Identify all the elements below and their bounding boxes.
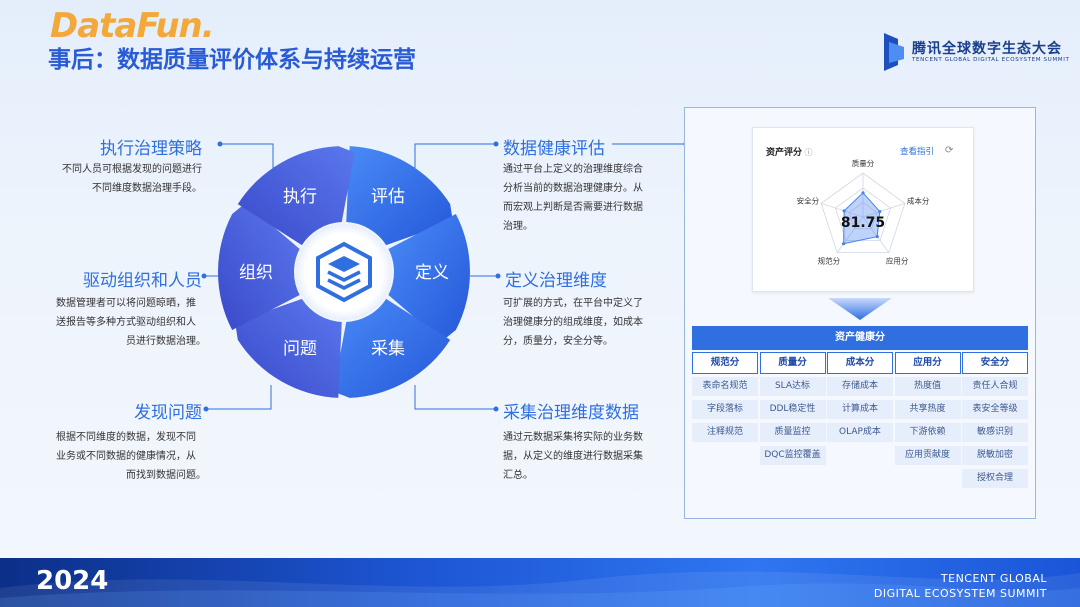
- segment-problem-label: 问题: [283, 339, 317, 359]
- right-title-collect: 采集治理维度数据: [503, 403, 639, 423]
- asset-score-value: 81.75: [841, 215, 885, 231]
- health-metric-chip: 质量监控: [759, 423, 826, 442]
- health-metric-chip: DQC监控覆盖: [759, 446, 826, 465]
- segment-collect: [333, 298, 451, 398]
- radar-axis-label: 应用分: [886, 256, 909, 266]
- health-metric-chip: 共享热度: [894, 400, 961, 419]
- segment-define-label: 定义: [415, 263, 449, 283]
- asset-score-card: [752, 127, 974, 292]
- health-category-2: 成本分: [827, 352, 893, 374]
- radar-grid-ring: [820, 172, 906, 253]
- health-metric-chip: 表安全等级: [962, 400, 1028, 419]
- footer-wave-decoration: [0, 571, 1080, 607]
- right-title-define: 定义治理维度: [505, 271, 607, 291]
- refresh-icon[interactable]: ⟳: [945, 145, 954, 156]
- radar-axis-label: 安全分: [797, 195, 820, 205]
- health-category-3: 应用分: [894, 352, 961, 374]
- radar-axis-line: [821, 203, 864, 218]
- left-desc-discover: 根据不同维度的数据，发现不同 业务或不同数据的健康情况，从 而找到数据问题。: [56, 432, 206, 481]
- radar-point: [878, 209, 882, 214]
- health-metric-chip: 脱敏加密: [962, 446, 1028, 465]
- left-title-execute: 执行治理策略: [100, 139, 202, 159]
- health-category-1: 质量分: [759, 352, 826, 374]
- health-metric-chip: 下游依赖: [894, 423, 961, 442]
- health-metric-chip: 授权合理: [962, 469, 1028, 488]
- radar-value-area: [843, 192, 881, 245]
- datafun-logo: DataFun.: [50, 6, 215, 46]
- health-metric-chip: 字段落标: [692, 400, 758, 419]
- health-metric-chip: 责任人合规: [962, 377, 1028, 396]
- radar-axis-label: 质量分: [852, 158, 875, 168]
- view-guide-link[interactable]: 查看指引: [900, 147, 935, 157]
- footer-banner: [0, 558, 1080, 607]
- health-metric-chip: 表命名规范: [692, 377, 758, 396]
- left-title-discover: 发现问题: [134, 403, 202, 423]
- radar-point: [842, 209, 846, 213]
- health-metric-chip: 应用贡献度: [894, 446, 961, 465]
- segment-problem: [235, 298, 342, 398]
- layers-icon: [316, 241, 372, 303]
- segment-organize: [218, 202, 300, 331]
- right-title-assess: 数据健康评估: [503, 139, 605, 159]
- segment-assess-label: 评估: [371, 187, 405, 207]
- segment-execute-label: 执行: [283, 187, 317, 207]
- radar-axis-line: [836, 216, 864, 253]
- footer-summit-line1: TENCENT GLOBAL: [940, 572, 1047, 585]
- radar-grid-ring: [848, 201, 878, 230]
- health-category-0: 规范分: [692, 352, 758, 374]
- left-title-organize: 驱动组织和人员: [83, 271, 202, 291]
- health-metric-chip: 存储成本: [827, 377, 893, 396]
- health-metric-chip: 注释规范: [692, 423, 758, 442]
- segment-organize-label: 组织: [239, 263, 273, 283]
- down-arrow-icon: [828, 298, 892, 320]
- health-metric-chip: 敏感识别: [962, 423, 1028, 442]
- left-desc-execute: 不同人员可根据发现的问题进行 不同维度数据治理手段。: [62, 164, 202, 194]
- health-metric-chip: SLA达标: [759, 377, 826, 396]
- radar-axis-label: 成本分: [907, 195, 930, 205]
- asset-score-title: 资产评分 ⓘ: [766, 148, 813, 158]
- right-desc-define: 可扩展的方式，在平台中定义了 治理健康分的组成维度，如成本 分，质量分，安全分等…: [503, 298, 643, 347]
- segment-collect-label: 采集: [371, 339, 405, 359]
- right-desc-assess: 通过平台上定义的治理维度综合 分析当前的数据治理健康分。从 而宏观上判断是否需要…: [503, 164, 643, 232]
- asset-health-header: 资产健康分: [692, 326, 1028, 350]
- health-category-4: 安全分: [962, 352, 1028, 374]
- segment-define: [388, 213, 470, 342]
- info-icon[interactable]: ⓘ: [802, 148, 813, 157]
- radar-point: [861, 191, 865, 195]
- radar-point: [875, 234, 879, 239]
- health-metric-chip: DDL稳定性: [759, 400, 826, 419]
- radar-axis-line: [862, 216, 890, 253]
- health-metric-chip: 计算成本: [827, 400, 893, 419]
- page-title: 事后：数据质量评价体系与持续运营: [48, 47, 416, 73]
- radar-point: [842, 242, 846, 246]
- footer-summit-line2: DIGITAL ECOSYSTEM SUMMIT: [873, 587, 1047, 600]
- radar-axis-line: [862, 203, 905, 218]
- health-metric-chip: OLAP成本: [827, 423, 893, 442]
- tencent-summit-cn: 腾讯全球数字生态大会: [912, 41, 1062, 57]
- segment-assess: [346, 146, 453, 246]
- health-metric-chip: 热度值: [894, 377, 961, 396]
- tencent-logo-icon: [884, 33, 904, 71]
- right-desc-collect: 通过元数据采集将实际的业务数 据，从定义的维度进行数据采集 汇总。: [503, 432, 643, 481]
- footer-year: 2024: [36, 566, 109, 596]
- segment-execute: [237, 146, 355, 246]
- left-desc-organize: 数据管理者可以将问题晾晒，推 送报告等多种方式驱动组织和人 员进行数据治理。: [56, 298, 206, 347]
- tencent-summit-en: TENCENT GLOBAL DIGITAL ECOSYSTEM SUMMIT: [912, 57, 1070, 63]
- radar-axis-label: 规范分: [818, 256, 841, 266]
- radar-grid-ring: [834, 187, 892, 241]
